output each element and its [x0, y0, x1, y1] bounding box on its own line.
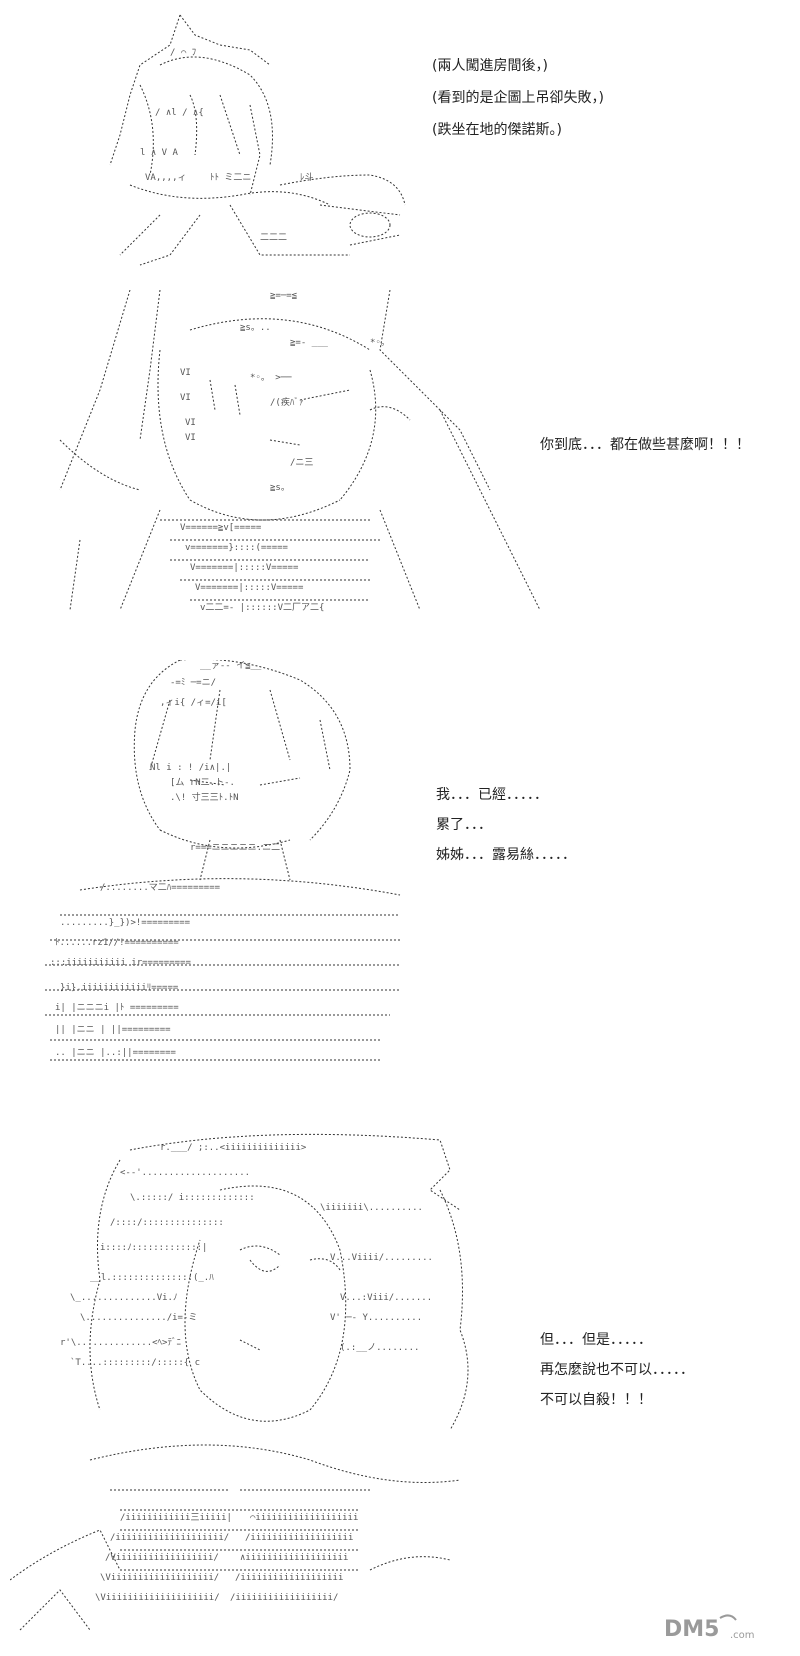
svg-text:⌒iiiiiiiiiiiiiiiiiii: ⌒iiiiiiiiiiiiiiiiiii — [250, 1513, 358, 1523]
svg-text:/::::/:::::::::::::::: /::::/::::::::::::::: — [110, 1218, 224, 1228]
svg-text:.. |ニニ |..:||========: .. |ニニ |..:||======== — [55, 1048, 177, 1058]
svg-text:v=======}::::(=====: v=======}::::(===== — [185, 543, 289, 553]
narration-line-2: (看到的是企圖上吊卻失敗，) — [432, 90, 604, 106]
panel-4-artwork: r.___/ ;:..<iiiiiiiiiiiiii> <--'........… — [10, 1130, 490, 1650]
panel-1-narration: (兩人闖進房間後，) (看到的是企圖上吊卻失敗，) (跌坐在地的傑諾斯。) — [432, 50, 604, 146]
panel-1-artwork: / ⌒ ﾌ / ∧l / ∧{ l ∧ V A VA,,,,ィ ﾄﾄ ミ二ニ ﾚ… — [100, 5, 410, 275]
panel-4-ascii-art: r.___/ ;:..<iiiiiiiiiiiiii> <--'........… — [10, 1133, 469, 1631]
svg-text:`T....:::::::::/:::::{ c: `T....:::::::::/:::::{ c — [70, 1357, 200, 1368]
svg-text:V======≧v[=====: V======≧v[===== — [180, 523, 262, 533]
panel-3-speech: 我．．．已經．．．．． 累了．．． 姊姊．．．露易絲．．．．． — [436, 780, 576, 870]
panel-1: / ⌒ ﾌ / ∧l / ∧{ l ∧ V A VA,,,,ィ ﾄﾄ ミ二ニ ﾚ… — [0, 0, 800, 290]
svg-text:VA,,,,ィ: VA,,,,ィ — [145, 173, 187, 183]
svg-text:∧iiiiiiiiiiiiiiiiiii: ∧iiiiiiiiiiiiiiiiiii — [240, 1553, 348, 1563]
svg-text:r'\..............<ﾍ>ﾃﾞﾆ: r'\..............<ﾍ>ﾃﾞﾆ — [60, 1337, 181, 1348]
svg-text:/........マ二ﾊ=========: /........マ二ﾊ========= — [100, 883, 221, 893]
svg-text:__ァ-- イ≦__: __ァ-- イ≦__ — [200, 661, 262, 671]
svg-text:/iiiiiiiiiiiiiiiiiii: /iiiiiiiiiiiiiiiiiii — [245, 1533, 353, 1543]
svg-text:≧s。..: ≧s。.. — [240, 323, 271, 333]
svg-text:,ィi{ /ィ=/i[: ,ィi{ /ィ=/i[ — [160, 698, 227, 708]
svg-text:<--'....................: <--'.................... — [120, 1168, 250, 1178]
svg-text:/iiiiiiiiiiiiiiiiiii: /iiiiiiiiiiiiiiiiiii — [235, 1573, 343, 1583]
svg-text:VI: VI — [185, 433, 196, 443]
panel-1-ascii-art: / ⌒ ﾌ / ∧l / ∧{ l ∧ V A VA,,,,ィ ﾄﾄ ミ二ニ ﾚ… — [109, 14, 406, 266]
panel-2-speech: 你到底．．．都在做些甚麼啊！！！ — [540, 430, 750, 460]
svg-text:V...Viiii/.........: V...Viiii/......... — [330, 1253, 433, 1263]
speech-line-3: 不可以自殺！！！ — [540, 1392, 652, 1408]
speech-line-1: 你到底．．．都在做些甚麼啊！！！ — [540, 437, 750, 453]
svg-text:*◦。 >──: *◦。 >── — [250, 373, 292, 383]
speech-line-2: 累了．．． — [436, 817, 492, 833]
svg-text:i| |ニニニi |ﾄ =========: i| |ニニニi |ﾄ ========= — [55, 1003, 179, 1013]
svg-text:/ニ三: /ニ三 — [290, 458, 313, 468]
svg-text:\Viiiiiiiiiiiiiiiiiiii/: \Viiiiiiiiiiiiiiiiiiii/ — [95, 1593, 220, 1603]
speech-line-1: 但．．．但是．．．．． — [540, 1332, 652, 1348]
svg-text:Nl i : ! /i∧|.|: Nl i : ! /i∧|.| — [150, 763, 231, 773]
svg-text:.........}_})>!=========: .........}_})>!========= — [60, 918, 191, 928]
svg-text:VI: VI — [180, 393, 191, 403]
speech-line-1: 我．．．已經．．．．． — [436, 787, 548, 803]
svg-text:/Viiiiiiiiiiiiiiiiii/: /Viiiiiiiiiiiiiiiiii/ — [105, 1553, 219, 1563]
panel-3-artwork: __ァ-- イ≦__ -=ﾐ ─=ニ/ ,ィi{ /ィ=/i[ Nl i : !… — [40, 660, 410, 1070]
panel-4: r.___/ ;:..<iiiiiiiiiiiiii> <--'........… — [0, 1130, 800, 1656]
svg-text:VI: VI — [185, 418, 196, 428]
dm5-logo-watermark: DM5 .com — [660, 1612, 770, 1648]
svg-text:/iiiiiiiiiiiiiiiiii/: /iiiiiiiiiiiiiiiiii/ — [230, 1593, 338, 1603]
panel-4-speech: 但．．．但是．．．．． 再怎麼說也不可以．．．．． 不可以自殺！！！ — [540, 1325, 694, 1415]
svg-text:(.:__ノ........: (.:__ノ........ — [340, 1343, 419, 1353]
svg-text:}i}.iiiiiiiiiiiiﾘ=====: }i}.iiiiiiiiiiiiﾘ===== — [60, 983, 179, 993]
svg-text:l ∧ V A: l ∧ V A — [140, 148, 179, 158]
watermark-domain: .com — [730, 1630, 755, 1641]
svg-text:VI: VI — [180, 368, 191, 378]
speech-line-3: 姊姊．．．露易絲．．．．． — [436, 847, 576, 863]
svg-text:≧=─=≦: ≧=─=≦ — [270, 291, 298, 301]
svg-text:≧s。: ≧s。 — [270, 483, 290, 493]
svg-text:*◦。: *◦。 — [370, 338, 390, 348]
svg-text:\.............../i=-ミ: \.............../i=-ミ — [80, 1313, 197, 1323]
panel-2: ≧=─=≦ ≧s。.. ≧=- ___ *◦。 VI *◦。 >── VI /(… — [0, 290, 800, 660]
svg-text:/ ∧l / ∧{: / ∧l / ∧{ — [155, 108, 204, 118]
panel-2-ascii-art: ≧=─=≦ ≧s。.. ≧=- ___ *◦。 VI *◦。 >── VI /(… — [59, 290, 541, 613]
svg-text:r===ニニニニニ.ニ二: r===ニニニニニ.ニ二 — [190, 843, 280, 853]
svg-text:ﾚ斗: ﾚ斗 — [300, 172, 314, 183]
svg-text:r.___/ ;:..<iiiiiiiiiiiiii>: r.___/ ;:..<iiiiiiiiiiiiii> — [160, 1143, 307, 1153]
svg-text::::iiiiiiiiiii ir=========: :::iiiiiiiiiii ir========= — [50, 958, 191, 968]
svg-text:[ム rN二.ト-.: [ム rN二.ト-. — [170, 777, 235, 788]
svg-text:\Viiiiiiiiiiiiiiiiiii/: \Viiiiiiiiiiiiiiiiiii/ — [100, 1573, 219, 1583]
svg-text:.\! 寸三三ﾄ.ﾄN: .\! 寸三三ﾄ.ﾄN — [170, 791, 239, 803]
svg-text:/(疾ﾊﾞｧ: /(疾ﾊﾞｧ — [270, 396, 303, 408]
narration-line-1: (兩人闖進房間後，) — [432, 58, 548, 74]
svg-text:V' ─- Y..........: V' ─- Y.......... — [330, 1313, 422, 1323]
svg-text:|| |ニニ | ||=========: || |ニニ | ||========= — [55, 1025, 171, 1035]
svg-text:/ ⌒ ﾌ: / ⌒ ﾌ — [170, 48, 197, 58]
svg-text:V=======|:::::V=====: V=======|:::::V===== — [190, 563, 299, 573]
svg-text:-=ﾐ ─=ニ/: -=ﾐ ─=ニ/ — [170, 678, 216, 688]
svg-text:ﾄﾄ ミ二ニ: ﾄﾄ ミ二ニ — [210, 173, 251, 183]
svg-text:二二二: 二二二 — [260, 233, 287, 243]
speech-line-2: 再怎麼說也不可以．．．．． — [540, 1362, 694, 1378]
svg-text:V=======|:::::V=====: V=======|:::::V===== — [195, 583, 304, 593]
svg-text:ﾄ......rz1//!==========: ﾄ......rz1//!========== — [55, 938, 179, 948]
svg-text:≧=- ___: ≧=- ___ — [290, 338, 329, 348]
svg-text:v二二=- |::::::V二厂ア二{: v二二=- |::::::V二厂ア二{ — [200, 602, 324, 613]
narration-line-3: (跌坐在地的傑諾斯。) — [432, 122, 562, 138]
panel-3: __ァ-- イ≦__ -=ﾐ ─=ニ/ ,ィi{ /ィ=/i[ Nl i : !… — [0, 660, 800, 1130]
svg-text:/iiiiiiiiiiii三iiiii|: /iiiiiiiiiiii三iiiii| — [120, 1513, 232, 1523]
svg-text:i::::ﾉ:::::::::::::|: i::::ﾉ:::::::::::::| — [100, 1243, 207, 1253]
panel-2-artwork: ≧=─=≦ ≧s。.. ≧=- ___ *◦。 VI *◦。 >── VI /(… — [40, 290, 550, 620]
panel-3-ascii-art: __ァ-- イ≦__ -=ﾐ ─=ニ/ ,ィi{ /ィ=/i[ Nl i : !… — [45, 660, 401, 1061]
svg-text:\.:::::/ i:::::::::::::: \.:::::/ i::::::::::::: — [130, 1193, 255, 1203]
svg-text:__l.:::::::::::::::(_.ﾊ: __l.:::::::::::::::(_.ﾊ — [90, 1273, 214, 1283]
svg-text:/iiiiiiiiiiiiiiiiiiii/: /iiiiiiiiiiiiiiiiiiii/ — [110, 1533, 229, 1543]
svg-text:\iiiiiii\..........: \iiiiiii\.......... — [320, 1203, 423, 1213]
watermark-logo: DM5 — [664, 1617, 719, 1642]
svg-text:\_..............Vi.ﾉ: \_..............Vi.ﾉ — [70, 1293, 177, 1303]
svg-text:V...:Viii/.......: V...:Viii/....... — [340, 1293, 432, 1303]
